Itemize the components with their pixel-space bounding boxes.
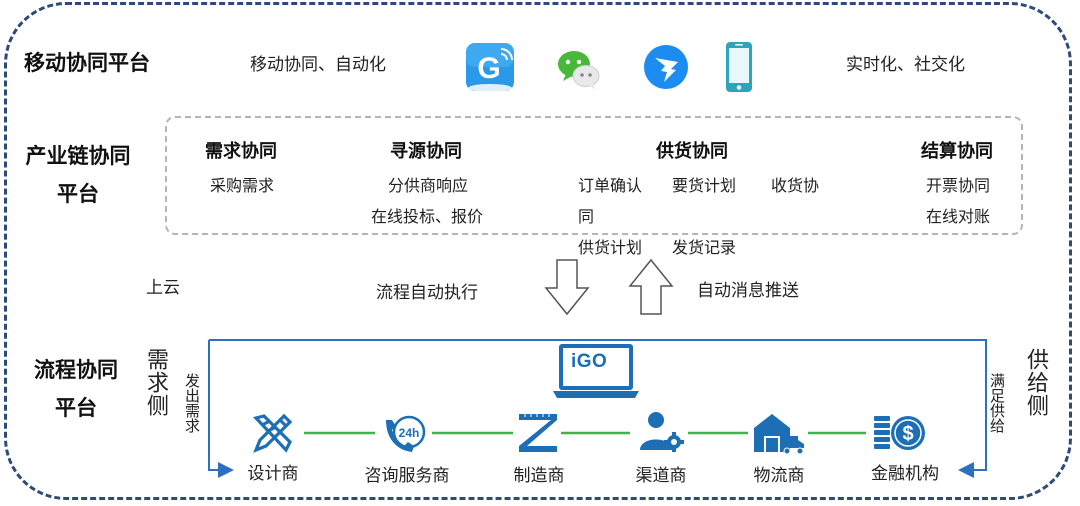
settlement-item-1: 开票协同 <box>926 176 991 195</box>
supply-collab-title: 供货协同 <box>656 141 728 162</box>
node-designer: 设计商 <box>247 464 299 484</box>
channel-gear-user-icon <box>634 406 686 460</box>
demand-side-label: 需求侧 <box>143 348 168 417</box>
chain-box <box>165 116 1023 235</box>
svg-text:$: $ <box>902 423 913 445</box>
sourcing-collab-title: 寻源协同 <box>390 141 462 162</box>
down-arrow-icon <box>543 258 591 320</box>
designer-icon <box>250 410 296 460</box>
demand-item: 采购需求 <box>210 176 275 195</box>
auto-exec-label: 流程自动执行 <box>376 283 478 303</box>
auto-push-label: 自动消息推送 <box>697 281 799 301</box>
cloud-label: 上云 <box>146 278 180 298</box>
demand-collab-title: 需求协同 <box>205 141 277 162</box>
node-channel: 渠道商 <box>635 466 687 486</box>
settlement-item-2: 在线对账 <box>926 207 991 226</box>
settlement-collab-title: 结算协同 <box>921 141 993 162</box>
send-demand-label: 发出需求 <box>183 373 201 433</box>
outer-frame <box>4 2 1072 500</box>
process-platform-title: 流程协同平台 <box>34 358 118 420</box>
node-consulting: 咨询服务商 <box>364 466 450 486</box>
igo-logo-text: iGO <box>571 351 608 372</box>
igo-laptop-icon <box>551 342 641 404</box>
meet-supply-label: 满足供给 <box>988 373 1006 433</box>
app-g-icon: G <box>465 42 515 96</box>
node-manufacturer: 制造商 <box>513 466 565 486</box>
up-arrow-icon <box>627 258 675 320</box>
mobile-phone-icon <box>714 40 764 100</box>
mobile-platform-title: 移动协同平台 <box>24 51 150 75</box>
supply-item-order-confirm-cont: 同 <box>578 207 595 226</box>
wechat-icon <box>554 44 604 98</box>
dingtalk-icon <box>641 42 691 96</box>
mobile-left-text: 移动协同、自动化 <box>250 55 386 75</box>
chain-platform-title: 产业链协同平台 <box>25 144 131 206</box>
svg-text:24h: 24h <box>399 426 420 440</box>
supply-item-delivery-record: 发货记录 <box>672 238 737 257</box>
finance-coins-icon: $ <box>872 410 928 460</box>
logistics-warehouse-icon <box>752 410 806 460</box>
node-finance: 金融机构 <box>871 464 939 484</box>
sourcing-item-1: 分供商响应 <box>388 176 469 195</box>
node-logistics: 物流商 <box>753 466 805 486</box>
supply-side-label: 供给侧 <box>1023 348 1048 417</box>
manufacturer-icon <box>515 410 561 460</box>
mobile-right-text: 实时化、社交化 <box>846 55 965 75</box>
svg-text:G: G <box>477 52 500 85</box>
supply-item-supply-plan: 供货计划 <box>578 238 643 257</box>
sourcing-item-2: 在线投标、报价 <box>371 207 484 226</box>
supply-item-request-plan: 要货计划 <box>672 176 737 195</box>
consulting-24h-icon: 24h <box>382 410 428 460</box>
supply-item-order-confirm: 订单确认 <box>578 176 643 195</box>
supply-item-receipt: 收货协 <box>771 176 820 195</box>
